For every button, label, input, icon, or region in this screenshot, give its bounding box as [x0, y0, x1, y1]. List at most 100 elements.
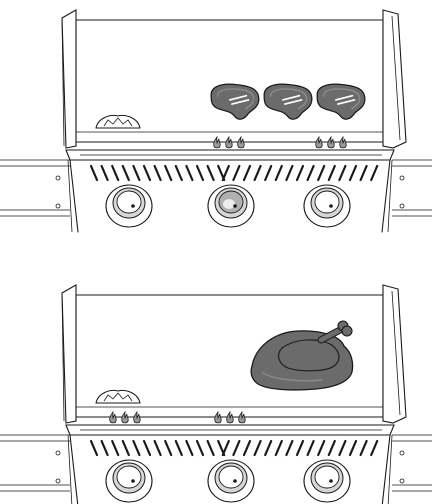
right-side-shelf: [392, 434, 432, 492]
flame-icon: [213, 136, 221, 149]
vent-slot: [164, 164, 173, 182]
vent-slot: [348, 164, 358, 182]
food-turkey: [250, 320, 354, 391]
vent-slot: [185, 164, 194, 182]
vent-slot: [253, 164, 262, 182]
vent-slot: [232, 439, 241, 457]
vent-slot: [221, 164, 230, 182]
steak-icon: [263, 83, 313, 121]
vent-slot: [121, 439, 130, 457]
control-knob-icon[interactable]: [207, 459, 255, 503]
vent-slot: [327, 439, 336, 457]
shelf-screw: [399, 203, 405, 209]
vent-slot: [338, 439, 347, 457]
shelf-screw: [399, 450, 405, 456]
knob-indicator: [233, 204, 237, 208]
vent-slot: [274, 164, 283, 182]
vent-slot: [253, 439, 262, 457]
vent-slot: [100, 164, 109, 182]
vent-slot: [285, 439, 294, 457]
vent-slot: [164, 439, 173, 457]
vent-slot: [370, 164, 379, 182]
vent-slot: [111, 439, 120, 457]
vent-slot: [295, 164, 305, 182]
vent-slot: [111, 164, 120, 182]
shelf-screw: [55, 175, 61, 181]
turkey-leg: [278, 339, 340, 372]
vent-slot: [100, 439, 109, 457]
food-steaks: [210, 83, 366, 121]
flame-icon: [214, 411, 222, 424]
knob-face: [116, 465, 142, 489]
lid-right-endcap: [382, 9, 407, 149]
vent-slot: [317, 439, 326, 457]
knob-face: [116, 190, 142, 214]
vent-slot: [242, 439, 252, 457]
flame-icon: [315, 136, 323, 149]
cabinet-edges: [67, 159, 393, 233]
left-side-shelf: [0, 434, 70, 492]
napoleon-crown-badge-icon: [95, 390, 141, 404]
flame-icon: [133, 411, 141, 424]
flame-icon: [121, 411, 129, 424]
vent-slot: [264, 164, 273, 182]
control-knob-icon[interactable]: [105, 459, 153, 503]
control-knob-icon[interactable]: [303, 459, 351, 503]
lid-left-edge: [61, 292, 65, 422]
shelf-screw: [55, 478, 61, 484]
badge-crown: [103, 392, 133, 402]
knob-indicator: [329, 204, 333, 208]
vent-slot: [195, 439, 205, 457]
vent-slot: [242, 164, 252, 182]
shelf-screw: [55, 450, 61, 456]
lid-right-endcap: [382, 284, 407, 424]
shelf-screw: [55, 203, 61, 209]
vent-slots: [89, 164, 379, 182]
badge-crown: [103, 117, 133, 127]
flame-icon: [237, 136, 245, 149]
vent-slot: [174, 439, 183, 457]
vent-slot: [153, 439, 162, 457]
flame-icon: [226, 411, 234, 424]
control-panel-sides: [69, 434, 391, 504]
vent-slot: [174, 164, 183, 182]
flame-icon: [238, 411, 246, 424]
panel-steaks: [0, 9, 432, 233]
control-knob-icon[interactable]: [303, 184, 351, 228]
vent-slot: [317, 164, 326, 182]
knob-face: [314, 465, 340, 489]
turkey-bone-fill: [318, 327, 343, 343]
control-knob-icon[interactable]: [207, 184, 255, 228]
turkey-layer: [250, 320, 354, 391]
lid-left-edge: [61, 17, 65, 147]
vent-slot: [327, 164, 336, 182]
steak-icon: [210, 83, 260, 121]
right-side-shelf: [392, 159, 432, 217]
vent-slot: [206, 439, 215, 457]
vent-slot: [132, 439, 141, 457]
lid-left-endcap: [61, 284, 77, 424]
vent-slot: [195, 164, 205, 182]
flame-group: [109, 411, 141, 424]
vent-slot: [89, 439, 99, 457]
shelf-screw: [399, 175, 405, 181]
vent-slot: [121, 164, 130, 182]
flame-icon: [327, 136, 335, 149]
vent-slot: [306, 439, 315, 457]
vent-slot: [370, 439, 379, 457]
turkey-bone-knob: [341, 325, 353, 337]
vent-slot: [153, 164, 162, 182]
lid-left-endcap: [61, 9, 77, 149]
knob-indicator: [131, 204, 135, 208]
vent-slot: [232, 164, 241, 182]
vent-slot: [185, 439, 194, 457]
vent-slots: [89, 439, 379, 457]
vent-slot: [359, 164, 368, 182]
control-knob-icon[interactable]: [105, 184, 153, 228]
knob-indicator: [329, 479, 333, 483]
steak-icon: [316, 83, 366, 121]
badge-outline: [95, 115, 141, 129]
vent-slot: [264, 439, 273, 457]
